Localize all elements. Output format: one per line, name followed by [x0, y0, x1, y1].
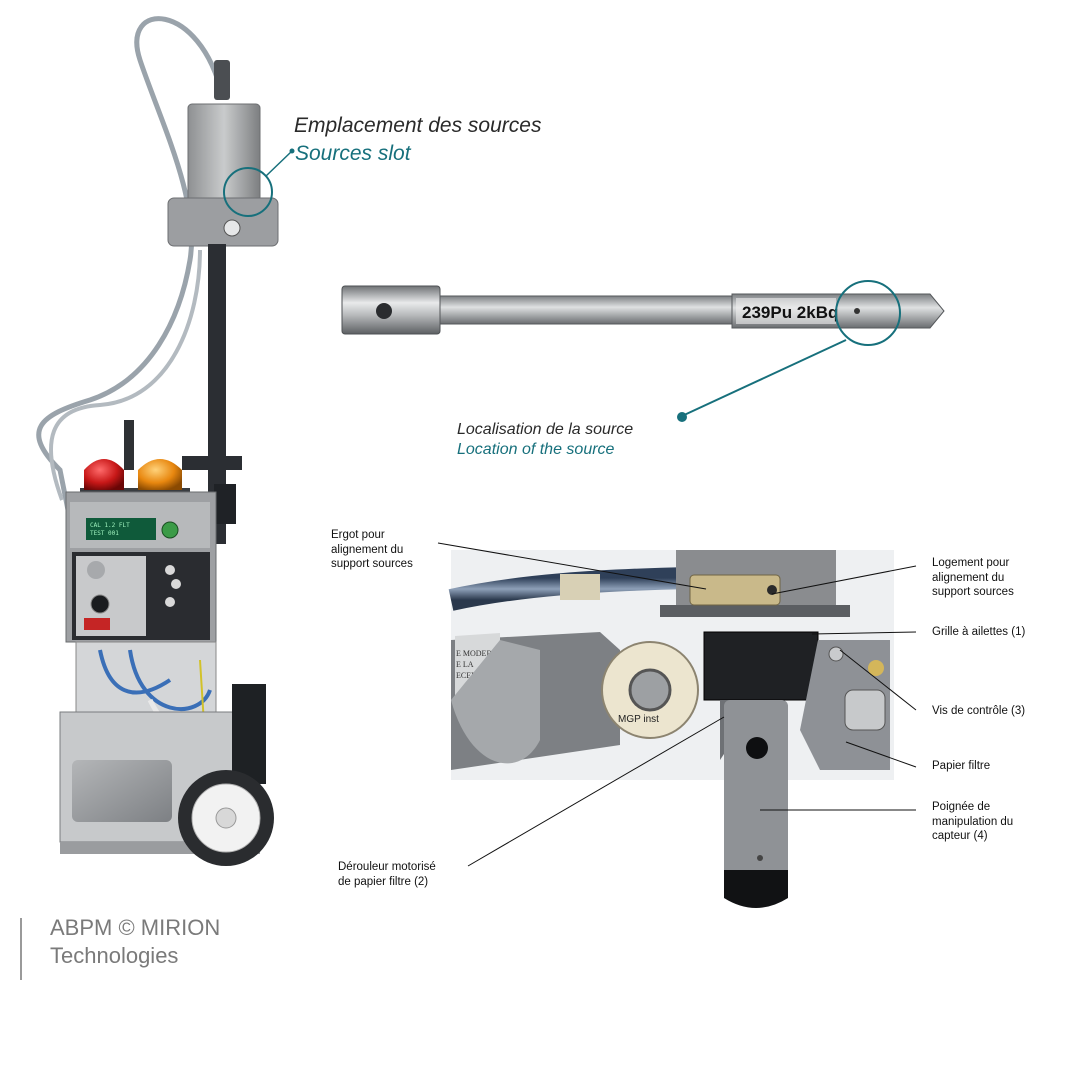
label-vis: Vis de contrôle (3) — [932, 705, 1026, 717]
label-ergot: Ergot pour alignement du support sources — [331, 528, 413, 572]
cable-connector — [214, 60, 230, 100]
label-poignee-line: manipulation du — [932, 815, 1014, 828]
label-logement-line: alignement du — [932, 571, 1005, 584]
cable-grey-2 — [49, 249, 202, 501]
rod-shaft — [439, 295, 733, 325]
housing-text-1: E MODERE — [456, 649, 497, 658]
rod-engraving-text: 239Pu 2kBq — [742, 303, 838, 322]
source-location-fr: Localisation de la source — [457, 421, 634, 438]
housing-text-2: E LA — [456, 660, 474, 669]
lcd-line-1: CAL 1.2 FLT — [90, 522, 130, 529]
sources-slot-leader-line — [265, 150, 293, 177]
credit-text: ABPM © MIRION Technologies — [50, 914, 220, 970]
source-leader-dot — [677, 412, 687, 422]
sources-slot-leader-dot — [289, 148, 295, 154]
source-point — [854, 308, 860, 314]
roller-label-text: MGP inst — [618, 714, 659, 725]
label-papier: Papier filtre — [932, 760, 991, 772]
label-grille: Grille à ailettes (1) — [932, 626, 1026, 638]
leader-lines — [437, 542, 917, 867]
label-ergot-line: alignement du — [331, 543, 404, 556]
detector-closeup-photo: E MODERE E LA ECEPTRICE MGP inst — [448, 550, 894, 908]
lcd-display — [86, 518, 156, 540]
label-logement: Logement pour alignement du support sour… — [932, 556, 1014, 600]
rod-handle-hole — [376, 303, 392, 319]
control-screw — [828, 646, 844, 662]
label-derouleur-line: de papier filtre (2) — [338, 875, 429, 888]
sensor-handle — [724, 700, 788, 876]
label-poignee: Poignée de manipulation du capteur (4) — [932, 800, 1013, 844]
label-derouleur-line: Dérouleur motorisé — [338, 861, 436, 873]
lcd-line-2: TEST 001 — [90, 530, 119, 537]
source-rod-photo: 239Pu 2kBq — [341, 285, 945, 335]
label-poignee-line: Poignée de — [932, 801, 991, 813]
instrument-cart-photo: CAL 1.2 FLT TEST 001 — [36, 16, 279, 866]
source-leader-line — [681, 339, 847, 417]
sources-slot-fr: Emplacement des sources — [294, 114, 542, 137]
sources-slot-highlight-circle — [223, 167, 273, 217]
label-poignee-line: capteur (4) — [932, 830, 988, 842]
cable-grey — [36, 16, 225, 521]
green-button — [161, 521, 179, 539]
label-derouleur: Dérouleur motorisé de papier filtre (2) — [338, 860, 436, 889]
source-location-en: Location of the source — [457, 441, 615, 458]
label-logement-line: support sources — [932, 586, 1014, 598]
detector-base — [167, 197, 279, 247]
alignment-hole — [767, 585, 777, 595]
source-highlight-circle — [835, 280, 901, 346]
label-logement-line: Logement pour — [932, 557, 1010, 569]
orange-beacon — [138, 459, 182, 490]
credit-line-1: ABPM © MIRION — [50, 915, 221, 940]
red-beacon — [84, 459, 124, 490]
credit-line-2: Technologies — [50, 943, 179, 968]
sources-slot-en: Sources slot — [295, 142, 411, 165]
label-ergot-line: Ergot pour — [331, 529, 385, 541]
label-ergot-line: support sources — [331, 558, 413, 570]
pump-motor — [72, 760, 172, 822]
black-block — [703, 631, 819, 701]
